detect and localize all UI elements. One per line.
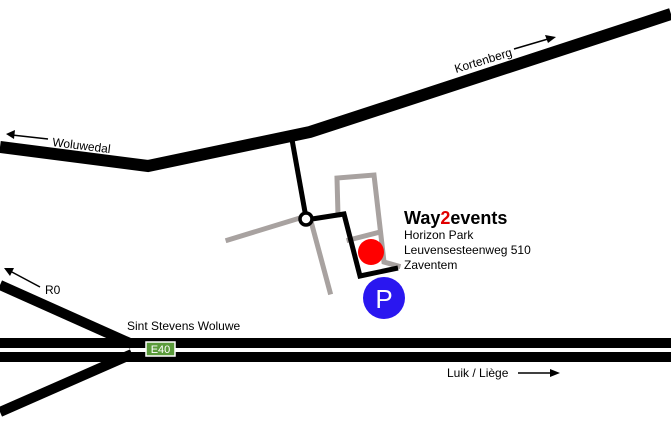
e40-label: E40	[151, 344, 171, 356]
arrow-icon	[4, 268, 41, 288]
venue-name-part2: events	[450, 208, 507, 228]
e40-carriageway-north	[0, 338, 671, 348]
roundabout-icon	[298, 211, 314, 227]
parking-icon: P	[363, 277, 405, 319]
connector-road	[288, 133, 308, 213]
arrow-icon	[6, 130, 49, 140]
arrow-icon	[518, 369, 560, 377]
venue-access-road	[311, 211, 399, 279]
building-block	[334, 172, 402, 270]
arrow-icon	[513, 35, 556, 50]
venue-address-line1: Horizon Park	[404, 228, 474, 242]
building-inner-line	[345, 228, 384, 244]
r0-ramp-lower	[0, 349, 135, 417]
r0-ramp-upper	[0, 280, 135, 349]
building-path-down	[308, 221, 334, 296]
venue-name-part1: Way	[404, 208, 440, 228]
venue-address-line2: Leuvensesteenweg 510	[404, 243, 531, 257]
building-outlines	[224, 172, 402, 296]
building-path-left	[224, 214, 304, 244]
venue-marker-icon	[358, 239, 384, 265]
main-road-upper	[0, 8, 671, 173]
e40-shield: E40	[145, 341, 176, 357]
venue-name-highlight: 2	[440, 208, 450, 228]
parking-label: P	[375, 284, 392, 314]
venue-name: Way2events	[404, 208, 507, 228]
label-sint-stevens-woluwe: Sint Stevens Woluwe	[127, 319, 240, 333]
label-luik-liege: Luik / Liège	[447, 366, 509, 380]
label-r0: R0	[45, 283, 61, 297]
e40-carriageway-south	[0, 352, 671, 362]
venue-address-line3: Zaventem	[404, 258, 457, 272]
